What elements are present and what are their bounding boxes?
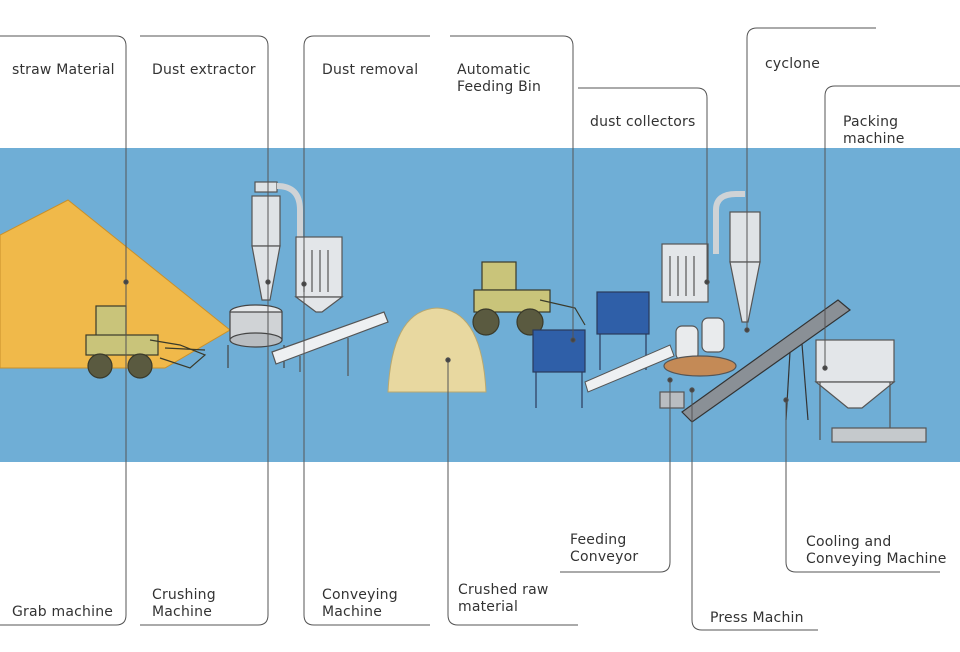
label-crushing-machine: Crushing Machine — [152, 587, 216, 620]
cooling-conveyor — [681, 299, 851, 423]
callout-crushed — [447, 360, 578, 626]
label-automatic-feeding-bin: Automatic Feeding Bin — [457, 62, 542, 95]
callout-straw — [0, 35, 127, 626]
label-cooling-conveying-machine: Cooling and Conveying Machine — [806, 534, 947, 567]
dust-extractor — [251, 181, 303, 301]
label-press-machine: Press Machin — [710, 610, 804, 626]
packing-machine — [814, 339, 927, 443]
label-crushed-raw-material: Crushed raw material — [458, 582, 549, 615]
callout-feeding-conveyor — [560, 380, 671, 573]
label-cyclone: cyclone — [765, 56, 821, 72]
callout-dust-extractor — [140, 35, 269, 626]
callout-dust-collectors — [578, 87, 708, 282]
callout-feeding-bin — [450, 35, 574, 340]
callout-cyclone — [746, 27, 876, 330]
dust-collector — [661, 243, 709, 303]
label-dust-collectors: dust collectors — [590, 114, 696, 130]
crushed-material-mound — [387, 307, 487, 393]
label-straw-material: straw Material — [12, 62, 115, 78]
straw-pile — [0, 199, 231, 369]
feeding-conveyor — [584, 344, 675, 393]
feeding-bins — [532, 291, 650, 408]
cyclone-separator — [713, 191, 761, 323]
crushing-machine — [227, 304, 285, 368]
label-grab-machine: Grab machine — [12, 604, 114, 620]
grab-loader — [85, 305, 207, 379]
callout-cooling — [785, 400, 940, 573]
label-conveying-machine: Conveying Machine — [322, 587, 398, 620]
callout-press — [691, 390, 818, 631]
conveyor-belt — [271, 311, 389, 376]
label-dust-removal: Dust removal — [322, 62, 419, 78]
label-packing-machine: Packing machine — [843, 114, 905, 147]
label-feeding-conveyor: Feeding Conveyor — [570, 532, 639, 565]
label-dust-extractor: Dust extractor — [152, 62, 256, 78]
feeding-loader — [472, 261, 586, 336]
callout-packing — [824, 85, 960, 368]
pellet-press — [659, 317, 737, 409]
callout-dust-removal — [303, 35, 430, 626]
